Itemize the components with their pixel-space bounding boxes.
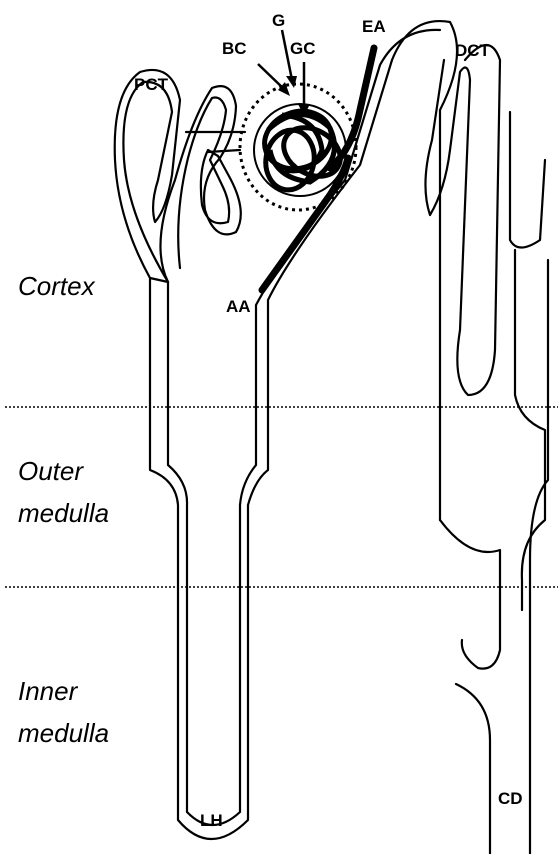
label-ea: EA — [362, 17, 386, 36]
region-cortex: Cortex — [18, 271, 96, 301]
label-bc: BC — [222, 39, 247, 58]
label-gc: GC — [290, 39, 316, 58]
collecting-duct-right — [530, 260, 548, 854]
loop-of-henle-inner — [168, 30, 440, 825]
proximal-convoluted-tubule-outer — [115, 70, 180, 282]
loop-of-henle-outer — [150, 21, 457, 839]
label-g: G — [272, 11, 285, 30]
collecting-duct-lower — [456, 684, 490, 854]
region-outer-line1: Outer — [18, 456, 84, 486]
gc-arrow — [298, 62, 310, 116]
region-outer-line2: medulla — [18, 498, 109, 528]
region-inner-line1: Inner — [18, 676, 79, 706]
label-pct: PCT — [134, 75, 169, 94]
proximal-convoluted-tubule-coil — [160, 86, 240, 282]
dct-connecting-tubule — [440, 520, 500, 669]
region-inner-line2: medulla — [18, 718, 109, 748]
label-lh: LH — [200, 811, 223, 830]
label-cd: CD — [498, 789, 523, 808]
distal-convoluted-tubule — [425, 45, 500, 395]
label-dct: DCT — [455, 41, 491, 60]
collecting-duct-left — [510, 112, 545, 610]
label-aa: AA — [226, 297, 251, 316]
afferent-arteriole — [262, 158, 348, 290]
